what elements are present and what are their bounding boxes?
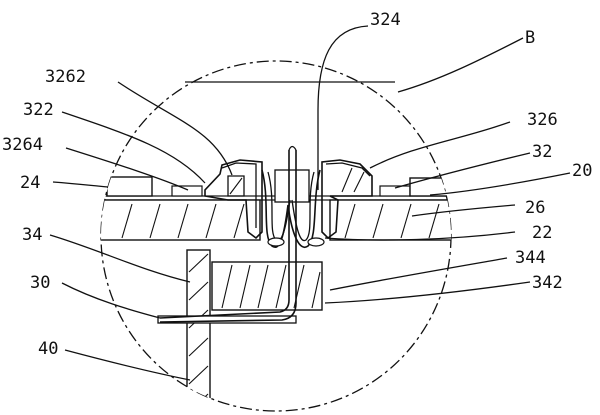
pad-left <box>106 176 203 197</box>
housing-right <box>321 159 373 240</box>
housing-left <box>204 159 263 240</box>
center-block <box>274 169 310 203</box>
callout-label: 32 <box>532 142 552 162</box>
callout-label: 342 <box>532 273 563 293</box>
callout-label: 24 <box>20 173 40 193</box>
base-plate <box>101 195 451 241</box>
callout-label: 3264 <box>2 135 43 155</box>
pin-terminal <box>159 145 297 323</box>
spring-contact <box>261 169 325 249</box>
callout-label: 20 <box>572 161 592 181</box>
callout-label: 40 <box>38 339 58 359</box>
horizontal-strip <box>157 315 297 324</box>
detail-label: B <box>525 28 535 48</box>
callout-label: 3262 <box>45 67 86 87</box>
callout-label: 22 <box>532 223 552 243</box>
callout-label: 322 <box>23 100 54 120</box>
vertical-post <box>186 249 211 411</box>
leader-lines <box>49 25 571 381</box>
callout-label: 34 <box>22 225 42 245</box>
callout-label: 326 <box>527 110 558 130</box>
callout-label: 324 <box>370 10 401 30</box>
callout-label: 26 <box>525 198 545 218</box>
callout-label: 344 <box>515 248 546 268</box>
callout-label: 30 <box>30 273 50 293</box>
callout-labels: B 324 3262 322 326 3264 32 24 20 26 34 2… <box>2 10 592 359</box>
lower-block <box>211 261 323 311</box>
